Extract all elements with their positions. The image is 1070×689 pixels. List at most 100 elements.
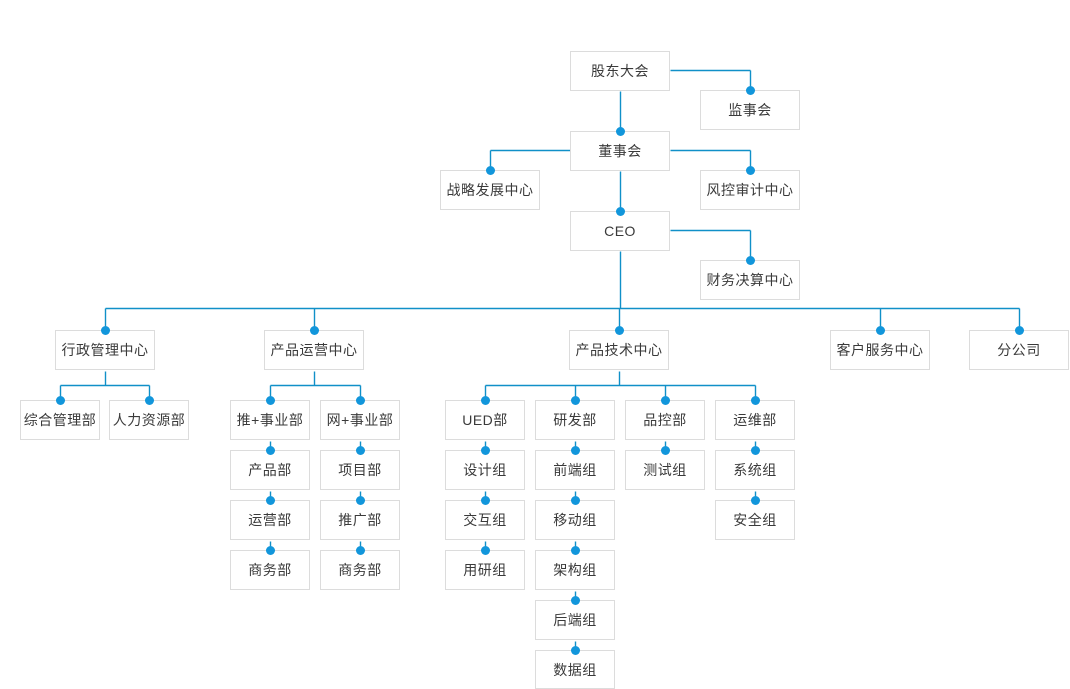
- org-node-label: 用研组: [463, 562, 507, 578]
- org-node-label: CEO: [604, 223, 636, 239]
- org-node-architecture-group[interactable]: 架构组: [535, 550, 615, 590]
- dot-board: [615, 126, 625, 136]
- org-node-label: 风控审计中心: [706, 182, 794, 198]
- dot-promotion-dept: [355, 495, 365, 505]
- org-node-interaction-group[interactable]: 交互组: [445, 500, 525, 540]
- dot-general-admin: [55, 395, 65, 405]
- dot-architecture-group: [570, 545, 580, 555]
- org-node-label: 人力资源部: [112, 412, 186, 428]
- dot-design-group: [480, 445, 490, 455]
- org-node-label: 品控部: [643, 412, 687, 428]
- dot-admin-center: [100, 325, 110, 335]
- org-node-label: 研发部: [553, 412, 597, 428]
- org-node-product-ops-center[interactable]: 产品运营中心: [264, 330, 364, 370]
- org-node-business-dept-a[interactable]: 商务部: [230, 550, 310, 590]
- org-node-design-group[interactable]: 设计组: [445, 450, 525, 490]
- org-node-mobile-group[interactable]: 移动组: [535, 500, 615, 540]
- org-node-operations-dept[interactable]: 运营部: [230, 500, 310, 540]
- org-node-label: 行政管理中心: [61, 342, 149, 358]
- dot-product-tech-center: [614, 325, 624, 335]
- org-node-risk-audit-center[interactable]: 风控审计中心: [700, 170, 800, 210]
- dot-supervisors: [745, 85, 755, 95]
- org-node-label: 设计组: [463, 462, 507, 478]
- org-node-tui-division[interactable]: 推+事业部: [230, 400, 310, 440]
- dot-backend-group: [570, 595, 580, 605]
- org-node-label: 运营部: [248, 512, 292, 528]
- dot-branch: [1014, 325, 1024, 335]
- dot-risk: [745, 165, 755, 175]
- org-node-finance-center[interactable]: 财务决算中心: [700, 260, 800, 300]
- dot-interaction-group: [480, 495, 490, 505]
- org-node-branch-company[interactable]: 分公司: [969, 330, 1069, 370]
- dot-hr: [144, 395, 154, 405]
- org-node-label: 综合管理部: [23, 412, 97, 428]
- org-node-shareholders[interactable]: 股东大会: [570, 51, 670, 91]
- org-node-test-group[interactable]: 测试组: [625, 450, 705, 490]
- org-node-business-dept-b[interactable]: 商务部: [320, 550, 400, 590]
- org-node-hr-dept[interactable]: 人力资源部: [109, 400, 189, 440]
- org-node-label: UED部: [462, 412, 508, 428]
- org-node-label: 后端组: [553, 612, 597, 628]
- dot-security-group: [750, 495, 760, 505]
- org-node-label: 商务部: [248, 562, 292, 578]
- dot-ops: [750, 395, 760, 405]
- org-node-board[interactable]: 董事会: [570, 131, 670, 171]
- org-node-ued-dept[interactable]: UED部: [445, 400, 525, 440]
- org-node-label: 测试组: [643, 462, 687, 478]
- org-node-label: 推+事业部: [236, 412, 304, 428]
- org-node-label: 产品运营中心: [270, 342, 358, 358]
- org-node-label: 前端组: [553, 462, 597, 478]
- dot-wang: [355, 395, 365, 405]
- dot-frontend-group: [570, 445, 580, 455]
- org-node-label: 财务决算中心: [706, 272, 794, 288]
- org-node-label: 股东大会: [591, 63, 649, 79]
- org-node-label: 交互组: [463, 512, 507, 528]
- org-node-label: 系统组: [733, 462, 777, 478]
- org-node-promotion-dept[interactable]: 推广部: [320, 500, 400, 540]
- dot-tui: [265, 395, 275, 405]
- dot-finance: [745, 255, 755, 265]
- org-node-backend-group[interactable]: 后端组: [535, 600, 615, 640]
- org-node-label: 网+事业部: [326, 412, 394, 428]
- dot-ceo: [615, 206, 625, 216]
- dot-qc: [660, 395, 670, 405]
- dot-product-dept: [265, 445, 275, 455]
- org-node-wang-division[interactable]: 网+事业部: [320, 400, 400, 440]
- org-node-security-group[interactable]: 安全组: [715, 500, 795, 540]
- org-node-ops-dept[interactable]: 运维部: [715, 400, 795, 440]
- org-node-label: 产品技术中心: [575, 342, 663, 358]
- org-node-label: 战略发展中心: [446, 182, 534, 198]
- org-node-rd-dept[interactable]: 研发部: [535, 400, 615, 440]
- org-node-frontend-group[interactable]: 前端组: [535, 450, 615, 490]
- org-node-label: 产品部: [248, 462, 292, 478]
- org-node-customer-service-center[interactable]: 客户服务中心: [830, 330, 930, 370]
- org-node-label: 监事会: [728, 102, 772, 118]
- org-node-system-group[interactable]: 系统组: [715, 450, 795, 490]
- org-node-data-group[interactable]: 数据组: [535, 650, 615, 689]
- dot-product-ops-center: [309, 325, 319, 335]
- org-node-ceo[interactable]: CEO: [570, 211, 670, 251]
- dot-user-research-group: [480, 545, 490, 555]
- dot-system-group: [750, 445, 760, 455]
- dot-operations-dept: [265, 495, 275, 505]
- org-node-label: 项目部: [338, 462, 382, 478]
- org-node-qc-dept[interactable]: 品控部: [625, 400, 705, 440]
- org-node-label: 架构组: [553, 562, 597, 578]
- org-node-label: 推广部: [338, 512, 382, 528]
- org-node-strategy-center[interactable]: 战略发展中心: [440, 170, 540, 210]
- dot-rd: [570, 395, 580, 405]
- org-node-product-tech-center[interactable]: 产品技术中心: [569, 330, 669, 370]
- org-node-admin-center[interactable]: 行政管理中心: [55, 330, 155, 370]
- org-node-project-dept[interactable]: 项目部: [320, 450, 400, 490]
- dot-test-group: [660, 445, 670, 455]
- dot-business-a: [265, 545, 275, 555]
- org-node-general-admin-dept[interactable]: 综合管理部: [20, 400, 100, 440]
- dot-business-b: [355, 545, 365, 555]
- org-node-product-dept[interactable]: 产品部: [230, 450, 310, 490]
- org-node-user-research-group[interactable]: 用研组: [445, 550, 525, 590]
- org-node-supervisors[interactable]: 监事会: [700, 90, 800, 130]
- dot-strategy: [485, 165, 495, 175]
- org-node-label: 移动组: [553, 512, 597, 528]
- org-node-label: 董事会: [598, 143, 642, 159]
